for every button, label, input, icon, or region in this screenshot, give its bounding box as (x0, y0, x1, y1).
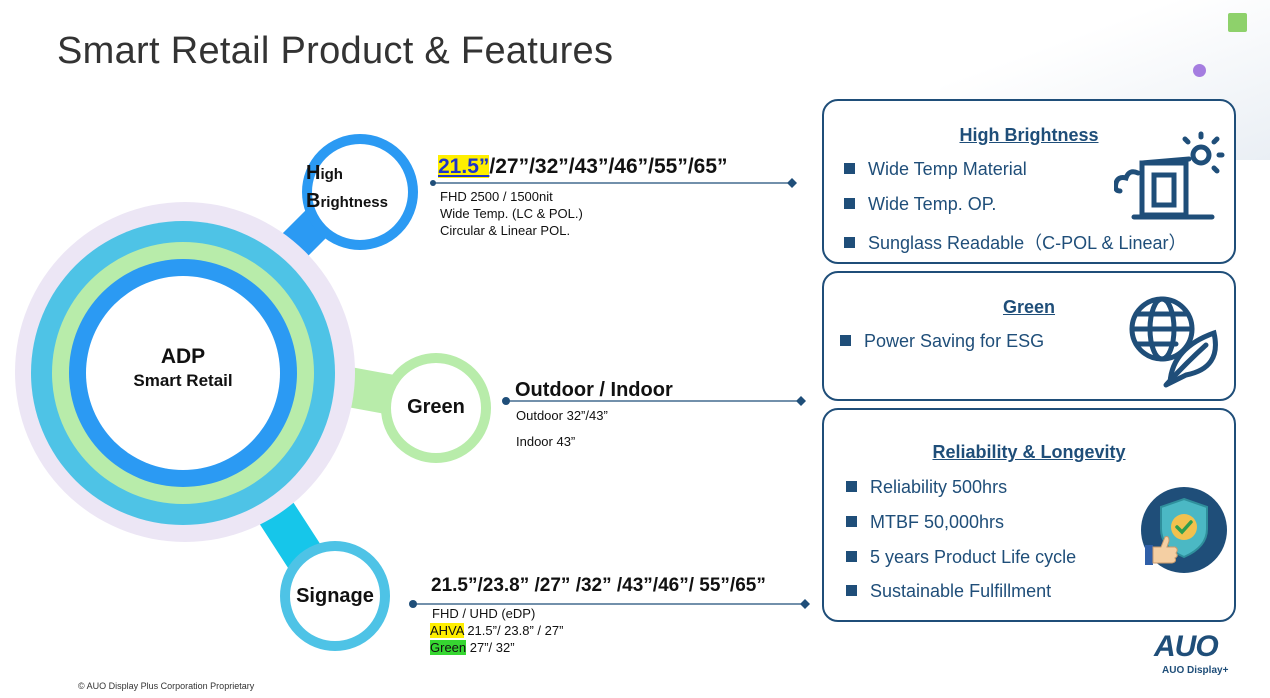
bullet-item: Wide Temp Material (844, 159, 1027, 180)
node-label-signage: Signage (296, 585, 374, 607)
auo-logo: AUO (1154, 630, 1219, 663)
bullet-item: MTBF 50,000hrs (846, 512, 1004, 533)
slide-title: Smart Retail Product & Features (57, 30, 614, 72)
shield-thumbs-up-icon (1141, 487, 1227, 573)
panel-title-high-brightness: High Brightness (959, 125, 1099, 145)
node-label-green: Green (407, 396, 465, 418)
node-green (381, 353, 491, 463)
panel-reliability: Reliability & Longevity Reliability 500h… (822, 408, 1236, 622)
bullet-item: 5 years Product Life cycle (846, 547, 1076, 568)
hb-spec-1: FHD 2500 / 1500nit (440, 189, 553, 204)
bullet-item: Reliability 500hrs (846, 477, 1007, 498)
building-sun-icon (1114, 131, 1225, 220)
bullet-item: Sustainable Fulfillment (846, 581, 1051, 602)
hb-spec-2: Wide Temp. (LC & POL.) (440, 206, 583, 221)
auo-logo-subtitle: AUO Display+ (1162, 665, 1229, 676)
center-title: ADP (160, 345, 206, 368)
footer-copyright: © AUO Display Plus Corporation Proprieta… (78, 681, 255, 691)
green-spec-1: Outdoor 32”/43” (516, 408, 608, 423)
purple-dot-decoration (1193, 64, 1206, 77)
center-subtitle: Smart Retail (133, 371, 233, 390)
signage-sizes: 21.5”/23.8” /27” /32” /43”/46”/ 55”/65” (431, 575, 766, 596)
globe-leaf-icon (1129, 296, 1218, 388)
hb-spec-3: Circular & Linear POL. (440, 223, 571, 238)
green-spec-2: Indoor 43” (516, 434, 576, 449)
signage-spec-ahva: AHVA 21.5”/ 23.8” / 27” (430, 623, 564, 638)
hb-highlight-size: 21.5” (438, 155, 490, 178)
bullet-item: Wide Temp. OP. (844, 194, 996, 215)
node-signage (280, 541, 390, 651)
panel-title-reliability: Reliability & Longevity (932, 442, 1126, 462)
signage-spec-1: FHD / UHD (eDP) (432, 606, 536, 621)
panel-title-green: Green (1002, 297, 1056, 317)
hb-sizes: 21.5”/27”/32”/43”/46”/55”/65” (438, 155, 728, 178)
signage-spec-green: Green 27”/ 32” (430, 640, 515, 655)
panel-green: Green Power Saving for ESG (822, 271, 1236, 401)
node-high-brightness (302, 134, 418, 250)
green-square-decoration (1228, 13, 1247, 32)
bullet-item: Sunglass Readable（C-POL & Linear） (844, 229, 1187, 255)
center-label: ADP Smart Retail (98, 345, 268, 391)
center-circle (86, 276, 280, 470)
bullet-item: Power Saving for ESG (840, 331, 1044, 352)
node-label-high-brightness: High Brightness (306, 162, 388, 212)
panel-high-brightness: High Brightness Wide Temp Material Wide … (822, 99, 1236, 264)
green-spec-title: Outdoor / Indoor (515, 379, 673, 401)
